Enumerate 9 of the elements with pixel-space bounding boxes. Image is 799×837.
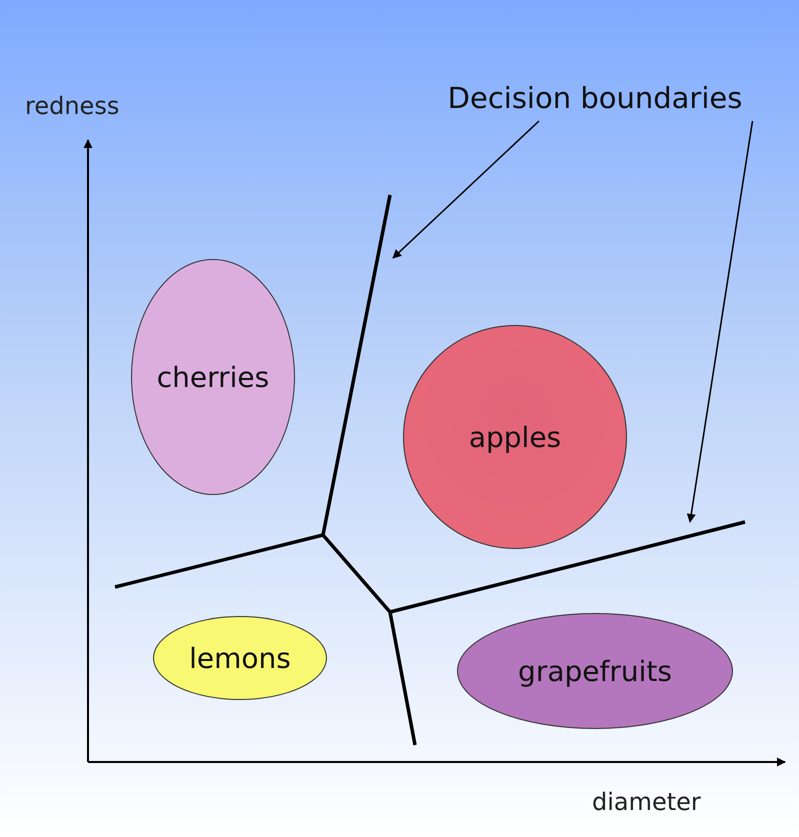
annotation-text: Decision boundaries <box>420 78 770 118</box>
class-label: grapefruits <box>518 654 672 688</box>
axis-label: diameter <box>592 788 701 816</box>
class-label: apples <box>468 420 562 454</box>
class-label: cherries <box>156 360 270 394</box>
leader-line <box>392 120 540 259</box>
class-label: lemons <box>189 642 291 674</box>
axis-label: redness <box>25 92 120 120</box>
leader-line <box>686 120 754 523</box>
